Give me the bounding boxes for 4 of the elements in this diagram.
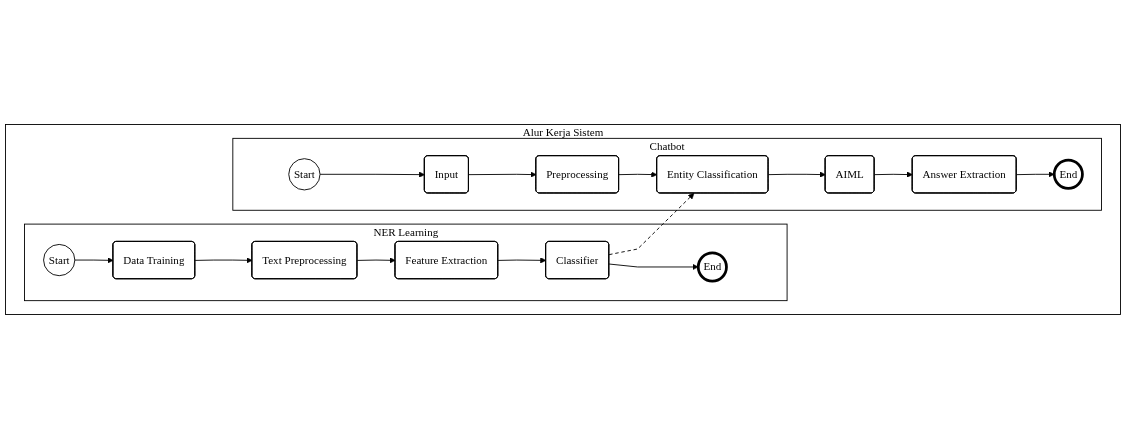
node-circle: Start [43,244,76,277]
node-circle: End [696,251,728,283]
node-circle: Start [288,158,321,191]
node-circle: End [1052,158,1084,190]
